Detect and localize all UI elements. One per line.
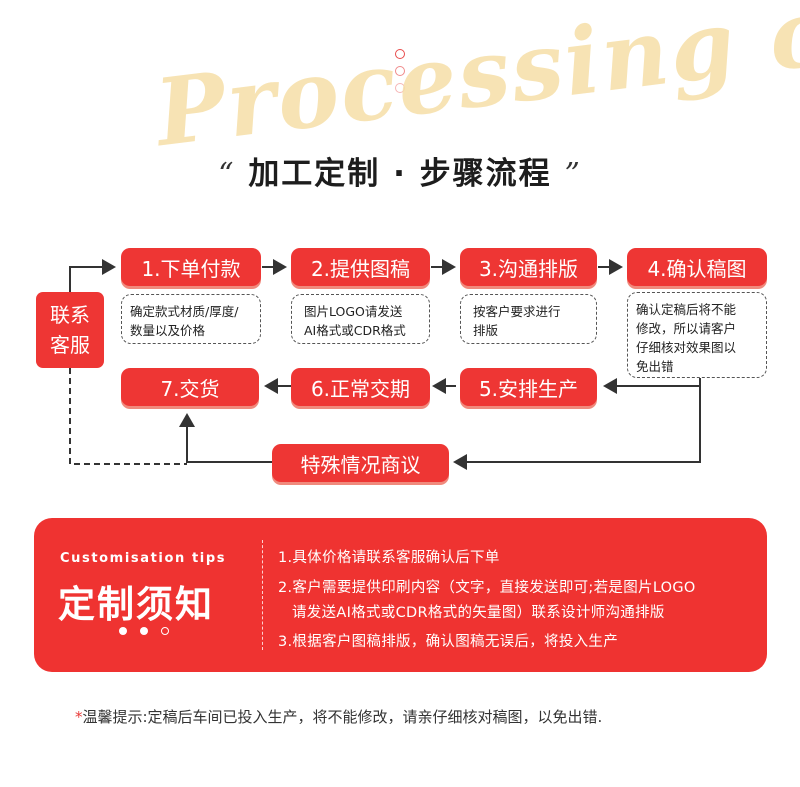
contact-service-box: 联系 客服 <box>36 292 104 368</box>
tip-item-3: 3.根据客户图稿排版，确认图稿无误后，将投入生产 <box>278 634 619 650</box>
step-1-note: 确定款式材质/厚度/ 数量以及价格 <box>121 294 261 344</box>
contact-line2: 客服 <box>50 333 90 357</box>
banner-dot-1 <box>119 627 127 635</box>
footnote-star: * <box>75 708 83 726</box>
arrow-contact-to-step1 <box>69 259 116 292</box>
step-2-note-line: AI格式或CDR格式 <box>304 323 406 338</box>
step-1-note-line: 数量以及价格 <box>130 323 206 338</box>
title-quote-close: ” <box>564 157 582 192</box>
tips-title-en: Customisation tips <box>60 551 227 566</box>
step-2-provide-artwork: 2.提供图稿 <box>291 248 430 286</box>
tip-item-2: 2.客户需要提供印刷内容（文字，直接发送即可;若是图片LOGO <box>278 580 696 596</box>
step-4-confirm-draft: 4.确认稿图 <box>627 248 767 286</box>
step-4-note-line: 修改，所以请客户 <box>636 321 737 336</box>
step-7-deliver: 7.交货 <box>121 368 259 406</box>
page-title: “ 加工定制 · 步骤流程 ” <box>0 148 800 193</box>
footnote: *温馨提示:定稿后车间已投入生产，将不能修改，请亲仔细核对稿图，以免出错. <box>75 706 602 727</box>
arrow-to-special <box>453 386 701 470</box>
step-3-note: 按客户要求进行 排版 <box>460 294 597 344</box>
step-4-note-line: 仔细核对效果图以 <box>636 340 737 355</box>
tip-item-1: 1.具体价格请联系客服确认后下单 <box>278 550 500 566</box>
decor-ring-1 <box>395 49 405 59</box>
banner-dot-3 <box>161 627 169 635</box>
tips-banner <box>34 518 767 672</box>
title-text: 加工定制 · 步骤流程 <box>248 156 552 192</box>
tips-title-cn: 定制须知 <box>58 583 214 626</box>
arrow-special-to-step7 <box>179 413 272 463</box>
footnote-text: 温馨提示:定稿后车间已投入生产，将不能修改，请亲仔细核对稿图，以免出错. <box>82 708 603 726</box>
step-4-note-line: 免出错 <box>636 359 674 374</box>
tip-item-2-cont: 请发送AI格式或CDR格式的矢量图）联系设计师沟通排版 <box>292 605 665 621</box>
step-6-delivery-time: 6.正常交期 <box>291 368 430 406</box>
step-3-layout: 3.沟通排版 <box>460 248 597 286</box>
special-case-negotiate: 特殊情况商议 <box>272 444 449 482</box>
banner-divider <box>262 540 263 650</box>
step-4-note: 确认定稿后将不能 修改，所以请客户 仔细核对效果图以 免出错 <box>627 292 767 378</box>
decor-ring-3 <box>395 83 405 93</box>
decor-ring-2 <box>395 66 405 76</box>
step-2-note-line: 图片LOGO请发送 <box>304 304 403 319</box>
title-quote-open: “ <box>218 157 236 192</box>
arrow-step4-step5 <box>603 378 701 394</box>
step-3-note-line: 按客户要求进行 <box>473 304 561 319</box>
step-2-note: 图片LOGO请发送 AI格式或CDR格式 <box>291 294 430 344</box>
step-3-note-line: 排版 <box>473 323 499 338</box>
step-5-production: 5.安排生产 <box>460 368 597 406</box>
contact-line1: 联系 <box>50 303 90 327</box>
step-4-note-line: 确认定稿后将不能 <box>636 302 737 317</box>
step-1-order-pay: 1.下单付款 <box>121 248 261 286</box>
step-1-note-line: 确定款式材质/厚度/ <box>130 304 239 319</box>
dashed-contact-loop <box>69 368 187 465</box>
banner-dot-2 <box>140 627 148 635</box>
